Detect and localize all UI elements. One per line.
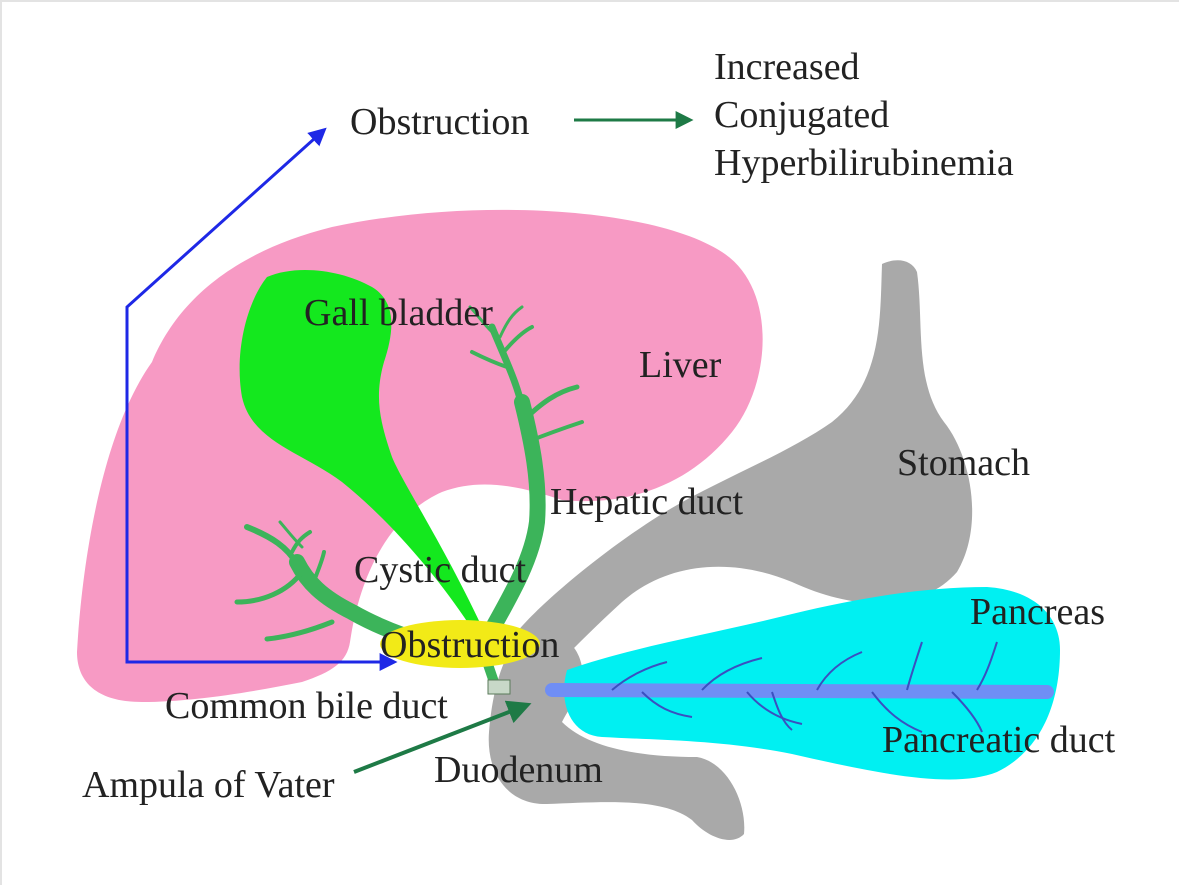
- ampulla-marker: [488, 680, 510, 694]
- common-bile-duct-label: Common bile duct: [165, 685, 448, 727]
- gall-bladder-label: Gall bladder: [304, 292, 493, 334]
- duodenum-label: Duodenum: [434, 749, 603, 791]
- pancreatic-duct-label: Pancreatic duct: [882, 719, 1116, 761]
- result-line-2: Conjugated: [714, 94, 889, 136]
- top-obstruction-label: Obstruction: [350, 101, 529, 143]
- pancreas-label: Pancreas: [970, 591, 1105, 633]
- result-line-1: Increased: [714, 46, 860, 88]
- liver-label: Liver: [639, 344, 722, 386]
- result-line-3: Hyperbilirubinemia: [714, 142, 1014, 184]
- ampulla-label: Ampula of Vater: [82, 764, 335, 806]
- stomach-label: Stomach: [897, 442, 1030, 484]
- cystic-duct-label: Cystic duct: [354, 549, 526, 591]
- obstruction-site-label: Obstruction: [380, 624, 559, 666]
- hepatic-duct-label: Hepatic duct: [550, 481, 744, 523]
